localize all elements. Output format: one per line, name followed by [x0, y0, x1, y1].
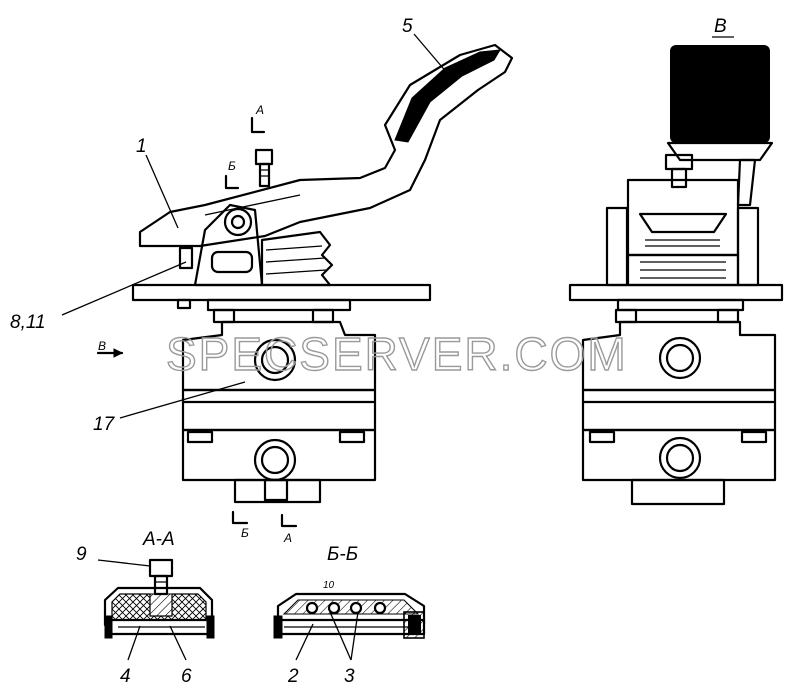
- callout-1: 1: [136, 136, 147, 157]
- cut-mark-a-top: А: [255, 103, 264, 117]
- callout-6: 6: [181, 666, 192, 687]
- leader-lines: [61, 33, 449, 661]
- pedal-arm: [138, 43, 514, 248]
- pedal-bracket-front: [626, 178, 740, 257]
- cut-mark-a-bottom: А: [283, 531, 292, 545]
- valve-middle-band-front: [581, 388, 777, 432]
- valve-middle-band: [181, 388, 377, 432]
- callout-4: 4: [120, 666, 131, 687]
- section-aa: А-А: [103, 529, 215, 639]
- cap-aa: [103, 586, 214, 627]
- callout-8-11: 8,11: [10, 312, 46, 333]
- view-arrow-label: В: [98, 339, 106, 353]
- pedal-pad: [394, 49, 501, 143]
- cut-mark-b-bottom: Б: [241, 526, 249, 540]
- base-plate: [131, 283, 432, 302]
- callouts: 5 1 8,11 17 9 4 6 2 3 10: [10, 16, 413, 687]
- callout-2: 2: [287, 666, 299, 687]
- valve-body-lower: [181, 428, 377, 482]
- front-view: В: [568, 16, 784, 506]
- cap-bb: [276, 592, 426, 626]
- callout-17: 17: [93, 414, 116, 435]
- cut-mark-b-top: Б: [228, 159, 236, 173]
- port-upper: [253, 338, 297, 382]
- section-label-bb: Б-Б: [327, 544, 358, 565]
- side-view: А Б Б А В: [96, 43, 514, 545]
- callout-3: 3: [344, 666, 355, 687]
- callout-9: 9: [76, 544, 87, 565]
- section-bb: Б-Б: [273, 544, 426, 639]
- base-plate-front: [568, 283, 784, 302]
- callout-5: 5: [402, 16, 413, 37]
- pivot-pin: [223, 207, 253, 237]
- section-label-aa: А-А: [142, 529, 175, 550]
- callout-10: 10: [323, 580, 335, 591]
- adjusting-bolt: [254, 148, 274, 166]
- view-label: В: [714, 16, 727, 37]
- watermark: SPECSERVER.COM: [166, 328, 628, 380]
- valve-bottom-outlet: [233, 478, 322, 504]
